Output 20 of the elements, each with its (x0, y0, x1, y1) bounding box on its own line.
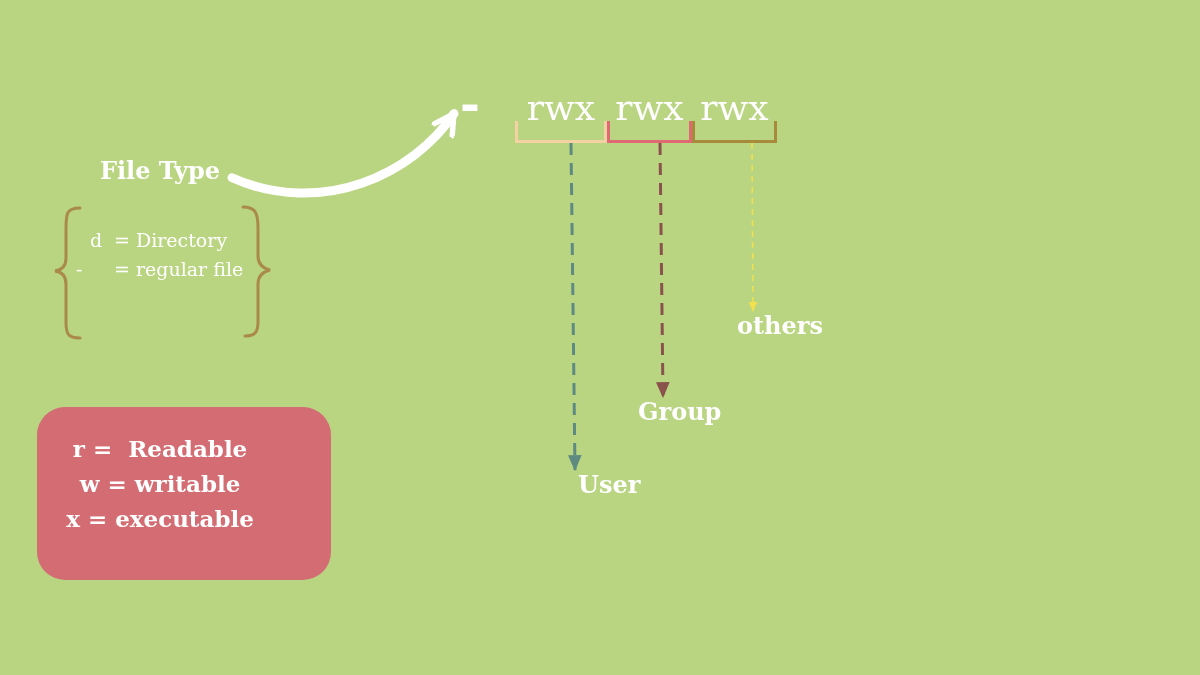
file-type-symbol: - (460, 80, 480, 128)
permission-letters: rwx (615, 88, 684, 128)
file-type-entry: = Directory (114, 229, 228, 251)
legend-card (37, 407, 331, 580)
curved-arrow (227, 109, 459, 198)
heading: File Type (98, 156, 222, 185)
permission-letters: rwx (526, 88, 596, 128)
permission-letters: rwx (700, 88, 769, 128)
dashed-arrow (567, 143, 582, 472)
dashed-arrow (655, 142, 670, 399)
node-label: others (737, 311, 823, 340)
permission-line: w = writable (78, 469, 242, 499)
node-label: User (578, 470, 641, 499)
permission-line: x = executable (65, 504, 255, 534)
file-type-entry: = regular file (114, 258, 244, 280)
file-type-entry: - (76, 258, 83, 280)
file-type-entry: d (90, 229, 103, 251)
node-label: Group (638, 397, 722, 426)
dashed-arrow (748, 142, 758, 312)
permission-line: r = Readable (71, 434, 249, 464)
